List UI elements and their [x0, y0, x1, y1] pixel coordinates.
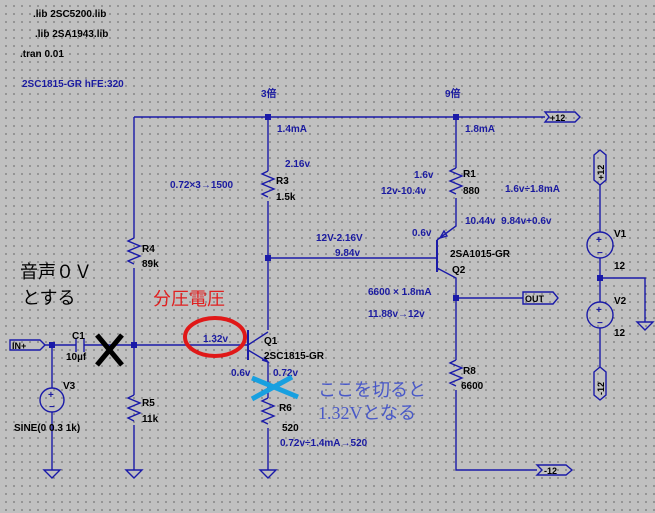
vee-flag: [535, 464, 574, 476]
v2-symbol: [586, 301, 614, 329]
svg-text:+: +: [596, 235, 602, 246]
svg-text:2SA1015-GR: 2SA1015-GR: [450, 249, 511, 260]
svg-text:2.16v: 2.16v: [285, 159, 310, 170]
svg-text:12v-10.4v: 12v-10.4v: [381, 186, 426, 197]
svg-text:12V-2.16V: 12V-2.16V: [316, 233, 363, 244]
svg-text:11k: 11k: [142, 414, 159, 425]
svg-text:V2: V2: [614, 296, 627, 307]
cut-mark-blue-x-icon: [250, 374, 299, 402]
svg-text:9倍: 9倍: [445, 87, 461, 100]
annotations: 3倍 9倍 1.4mA 2.16v 0.72×3→1500 12V-2.16V …: [20, 87, 560, 449]
svg-text:0.6v: 0.6v: [231, 368, 251, 379]
c1-symbol: [75, 338, 85, 352]
svg-text:R3: R3: [276, 176, 289, 187]
svg-text:880: 880: [463, 186, 480, 197]
svg-text:ここを切ると: ここを切ると: [318, 380, 426, 400]
lib-directive[interactable]: .lib 2SA1943.lib: [35, 29, 108, 40]
svg-text:R4: R4: [142, 244, 155, 255]
vcc-side-flag: [593, 149, 607, 186]
svg-text:−: −: [49, 402, 55, 413]
r8-symbol: [448, 359, 464, 387]
svg-text:V3: V3: [63, 381, 76, 392]
svg-text:R1: R1: [463, 169, 476, 180]
svg-text:SINE(0 0.3 1k): SINE(0 0.3 1k): [14, 423, 80, 434]
svg-text:とする: とする: [22, 288, 75, 308]
svg-text:+: +: [48, 390, 54, 401]
r5-symbol: [126, 394, 142, 422]
svg-text:0.72v: 0.72v: [273, 368, 298, 379]
r6-symbol: [260, 397, 276, 425]
svg-text:V1: V1: [614, 229, 627, 240]
ground-symbols: [42, 321, 655, 479]
highlight-circle: [183, 316, 247, 358]
r1-symbol: [448, 167, 464, 195]
out-flag: [522, 291, 559, 305]
svg-text:6600 × 1.8mA: 6600 × 1.8mA: [368, 287, 432, 298]
svg-text:分圧電圧: 分圧電圧: [153, 289, 225, 309]
svg-text:6600: 6600: [461, 381, 484, 392]
svg-text:1.6v: 1.6v: [414, 170, 434, 181]
svg-text:1.32v: 1.32v: [203, 334, 228, 345]
in-label: IN+: [12, 341, 26, 351]
svg-text:0.72×3→1500: 0.72×3→1500: [170, 180, 234, 191]
svg-text:R5: R5: [142, 398, 155, 409]
svg-text:0.72v÷1.4mA→520: 0.72v÷1.4mA→520: [280, 438, 368, 449]
svg-text:1.8mA: 1.8mA: [465, 124, 495, 135]
svg-text:−: −: [597, 248, 603, 259]
svg-text:2SC1815-GR: 2SC1815-GR: [264, 351, 325, 362]
in-flag: [9, 339, 46, 351]
svg-text:520: 520: [282, 423, 299, 434]
svg-text:11.88v→12v: 11.88v→12v: [368, 309, 425, 320]
v1-symbol: [586, 231, 614, 259]
svg-text:12: 12: [614, 328, 626, 339]
component-labels[interactable]: C1 10µf V3 SINE(0 0.3 1k) R4 89k R5 11k …: [14, 169, 627, 434]
tran-directive[interactable]: .tran 0.01: [20, 49, 64, 60]
v3-symbol: [39, 387, 65, 413]
r4-symbol: [126, 237, 142, 265]
lib-directive[interactable]: .lib 2SC5200.lib: [33, 9, 106, 20]
svg-text:9.84v: 9.84v: [335, 248, 360, 259]
svg-text:Q2: Q2: [452, 265, 466, 276]
svg-text:+: +: [596, 305, 602, 316]
svg-text:−: −: [597, 318, 603, 329]
q2-emitter-arrow: [438, 229, 449, 240]
wires: +− +− +−: [9, 111, 655, 479]
model-note: 2SC1815-GR hFE:320: [22, 79, 124, 90]
cut-mark-black-x-icon: [95, 333, 124, 367]
svg-text:0.6v: 0.6v: [412, 228, 432, 239]
svg-text:1.6v÷1.8mA: 1.6v÷1.8mA: [505, 184, 560, 195]
svg-text:音声０Ｖ: 音声０Ｖ: [20, 262, 92, 282]
svg-text:R8: R8: [463, 366, 476, 377]
svg-text:C1: C1: [72, 331, 85, 342]
svg-text:89k: 89k: [142, 259, 159, 270]
svg-text:10.44v 9.84v+0.6v: 10.44v 9.84v+0.6v: [465, 216, 552, 227]
vee-side-flag: [593, 366, 607, 401]
svg-text:10µf: 10µf: [66, 352, 87, 363]
vee-label: -12: [544, 466, 557, 476]
q1-emitter-arrow: [261, 356, 271, 364]
vcc-label: +12: [550, 113, 565, 123]
svg-text:1.32Vとなる: 1.32Vとなる: [318, 403, 416, 423]
svg-text:Q1: Q1: [264, 336, 278, 347]
svg-text:R6: R6: [279, 403, 292, 414]
svg-text:12: 12: [614, 261, 626, 272]
svg-text:3倍: 3倍: [261, 87, 277, 100]
out-label: OUT: [525, 294, 545, 304]
svg-text:1.4mA: 1.4mA: [277, 124, 307, 135]
vcc-flag: [543, 111, 581, 123]
vee-side-label: -12: [596, 382, 606, 395]
svg-text:1.5k: 1.5k: [276, 192, 296, 203]
r3-symbol: [260, 170, 276, 198]
vcc-side-label: +12: [596, 165, 606, 180]
